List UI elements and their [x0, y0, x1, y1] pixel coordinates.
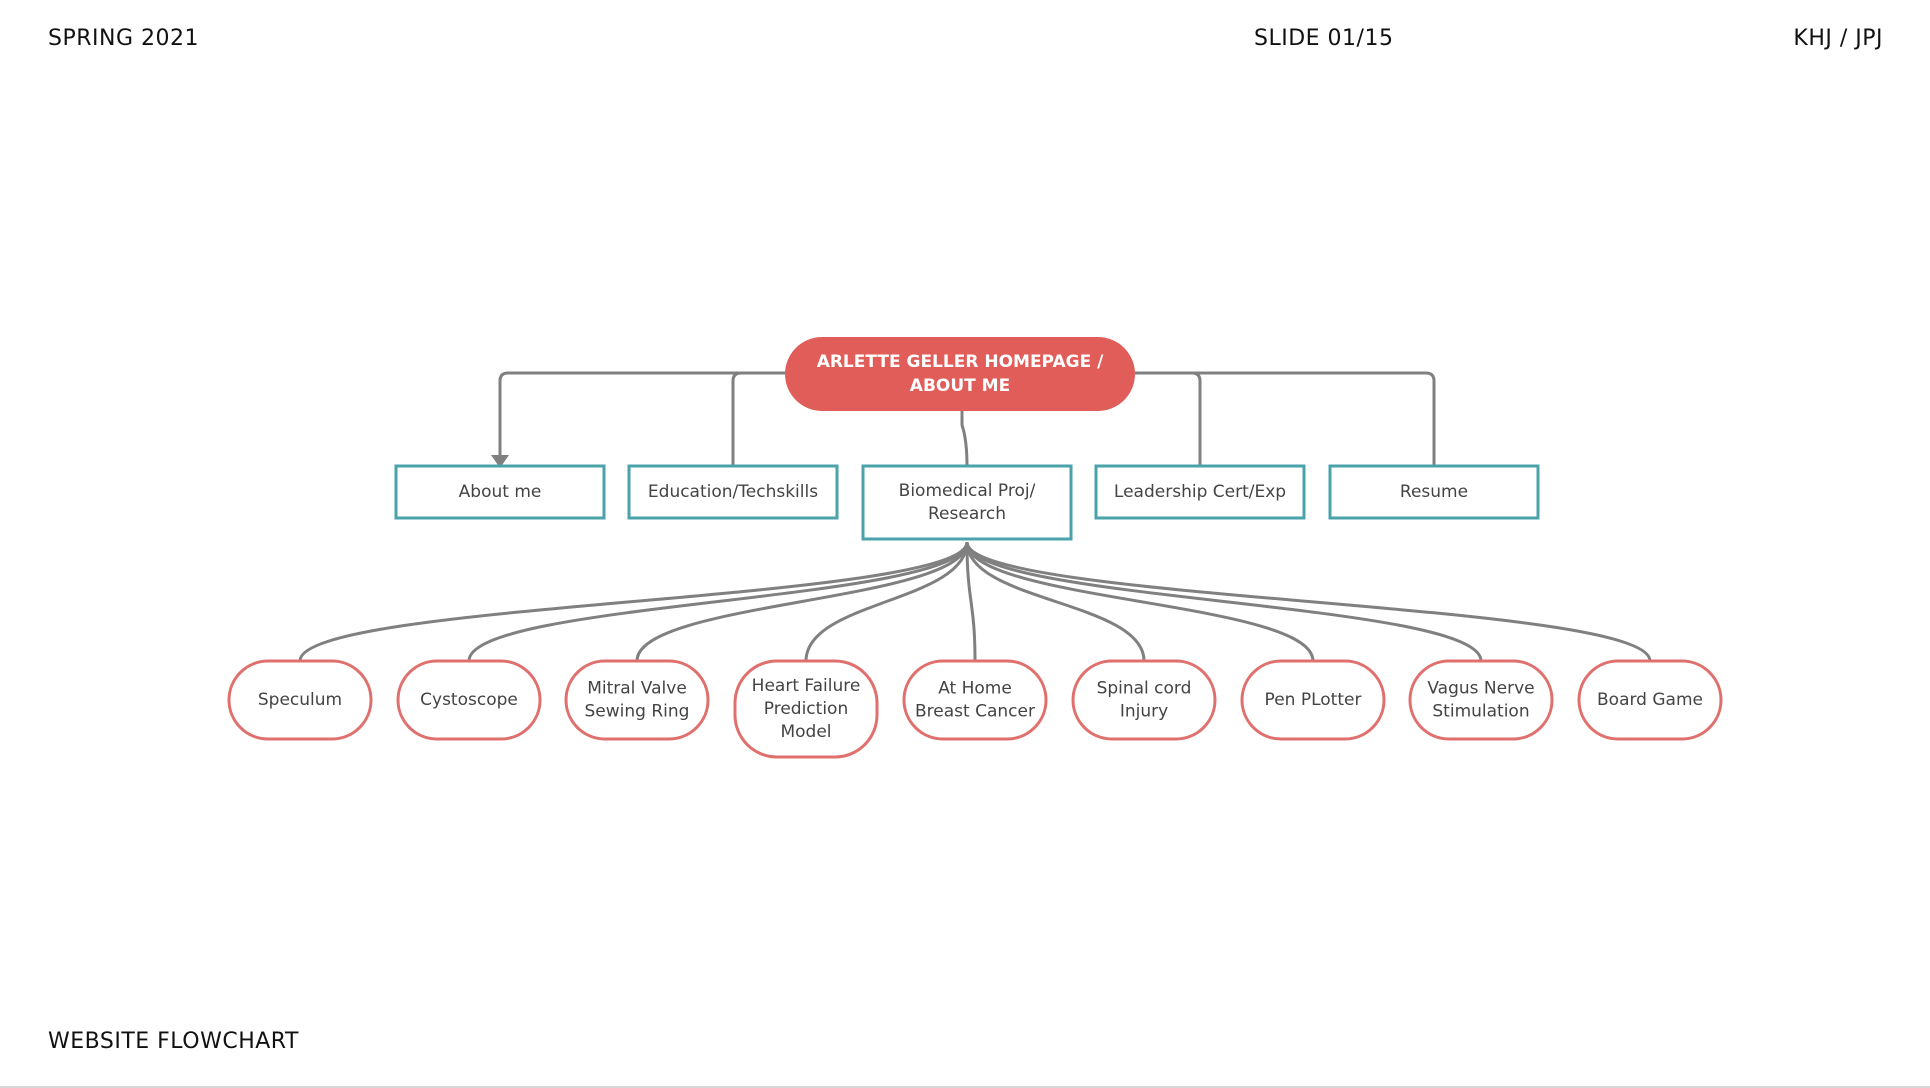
node-label-line: Injury: [1120, 702, 1168, 722]
node-label-line: Research: [928, 504, 1006, 524]
node-pill: [733, 659, 879, 759]
edge-biomed-cystoscope: [467, 541, 969, 662]
biomed-research-node: Biomedical Proj/Research: [861, 464, 1073, 541]
node-label-line: Breast Cancer: [915, 702, 1035, 722]
node-label-line: Heart Failure: [752, 676, 861, 696]
node-label-line: Speculum: [258, 690, 342, 710]
node-pill: [1577, 659, 1723, 741]
node-label-line: Model: [780, 722, 831, 742]
education-node: Education/Techskills: [627, 464, 839, 520]
node-box: [394, 464, 606, 520]
node-pill: [1408, 659, 1554, 741]
node-label-line: At Home: [938, 679, 1012, 699]
arrowhead-icon: [491, 455, 509, 468]
slide-number: SLIDE 01/15: [1254, 26, 1394, 51]
node-label-line: Mitral Valve: [587, 679, 687, 699]
node-pill: [1071, 659, 1217, 741]
authors-label: KHJ / JPJ: [1793, 26, 1883, 51]
node-label-line: Pen PLotter: [1265, 690, 1362, 710]
node-label-line: Education/Techskills: [648, 482, 818, 502]
node-label-line: Vagus Nerve: [1427, 679, 1534, 699]
node-label-line: Prediction: [764, 699, 848, 719]
node-box: [861, 464, 1073, 541]
edge-biomed-speculum: [298, 541, 969, 662]
edge-biomed-vagus: [965, 541, 1483, 662]
node-label-line: Cystoscope: [420, 690, 518, 710]
node-label-line: Resume: [1400, 482, 1468, 502]
node-label-line: ABOUT ME: [910, 376, 1010, 396]
node-pill: [902, 659, 1048, 741]
edge-root-biomed: [960, 411, 969, 467]
slide-title: WEBSITE FLOWCHART: [48, 1029, 299, 1054]
node-label-line: Leadership Cert/Exp: [1114, 482, 1286, 502]
node-pill: [564, 659, 710, 741]
bottom-divider: [0, 1086, 1930, 1088]
root-node-shape: [785, 337, 1135, 411]
node-label-line: Biomedical Proj/: [899, 481, 1036, 501]
node-label-line: Stimulation: [1432, 702, 1529, 722]
pen-plotter-node: Pen PLotter: [1240, 659, 1386, 741]
edge-root-about: [498, 371, 805, 457]
season-label: SPRING 2021: [48, 26, 199, 51]
node-label-line: About me: [459, 482, 542, 502]
node-box: [627, 464, 839, 520]
about-me-node: About me: [394, 464, 606, 520]
leadership-node: Leadership Cert/Exp: [1094, 464, 1306, 520]
connector-lines: [298, 371, 1652, 662]
resume-node: Resume: [1328, 464, 1540, 520]
node-label-line: Spinal cord: [1097, 679, 1192, 699]
node-label-line: ARLETTE GELLER HOMEPAGE /: [817, 352, 1104, 372]
node-pill: [1240, 659, 1386, 741]
node-box: [1094, 464, 1306, 520]
cystoscope-node: Cystoscope: [396, 659, 542, 741]
edge-biomed-heart: [804, 541, 969, 662]
edge-biomed-spinal: [965, 541, 1146, 662]
speculum-node: Speculum: [227, 659, 373, 741]
node-box: [1328, 464, 1540, 520]
edge-biomed-pen: [965, 541, 1315, 662]
node-pill: [227, 659, 373, 741]
node-pill: [396, 659, 542, 741]
node-label-line: Sewing Ring: [585, 702, 690, 722]
edge-biomed-mitral: [635, 541, 969, 662]
node-label-line: Board Game: [1597, 690, 1703, 710]
edge-biomed-athome: [965, 541, 977, 662]
root-node: ARLETTE GELLER HOMEPAGE / ABOUT ME: [785, 337, 1135, 411]
edge-root-education: [731, 371, 805, 466]
edge-biomed-board: [965, 541, 1652, 662]
board-game-node: Board Game: [1577, 659, 1723, 741]
edge-root-resume: [1115, 371, 1436, 466]
flowchart-nodes: ARLETTE GELLER HOMEPAGE / ABOUT ME About m…: [227, 337, 1723, 759]
